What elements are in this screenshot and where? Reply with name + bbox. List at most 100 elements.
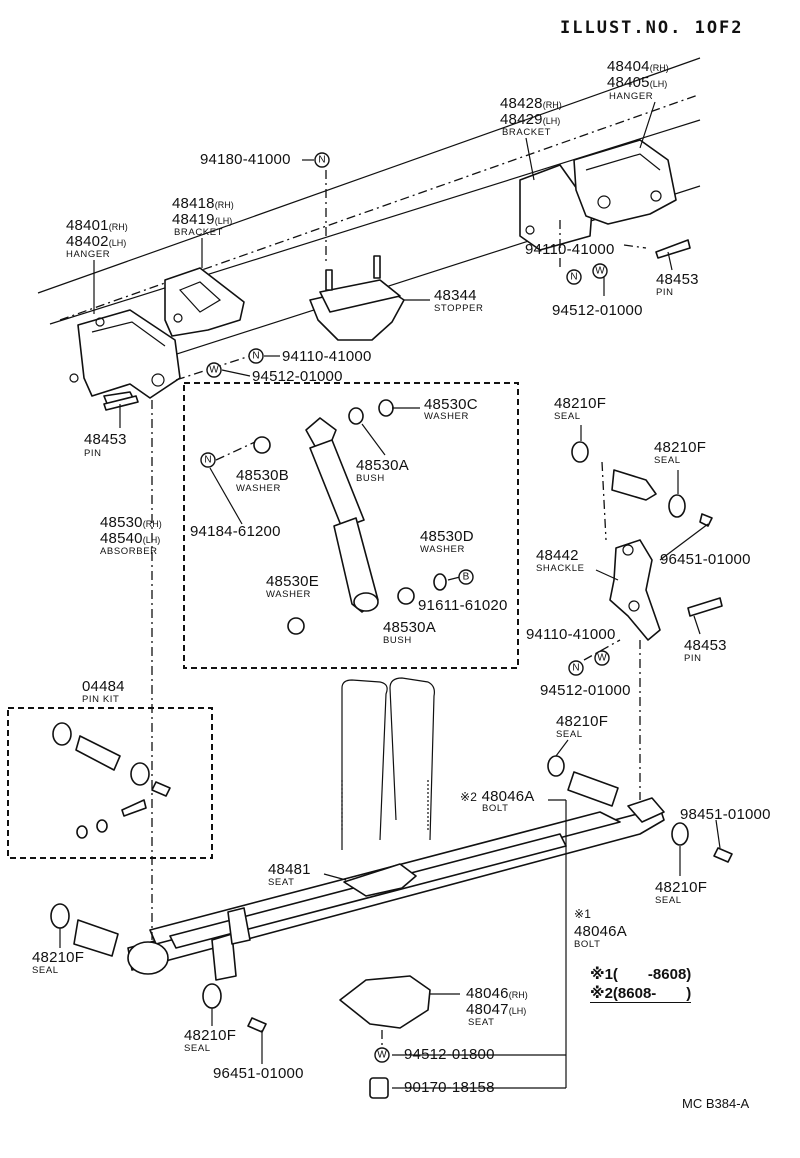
shock-absorber-part: [253, 399, 447, 635]
part-name-washer: WASHER: [266, 589, 311, 600]
rear-hanger-part: [519, 139, 677, 251]
part-name-bracket: BRACKET: [502, 127, 552, 138]
part-name-pin: PIN: [684, 653, 702, 664]
part-name-seal: SEAL: [654, 455, 681, 466]
symbol-n-icon: N: [200, 452, 216, 468]
part-name-seal: SEAL: [556, 729, 583, 740]
part-name-shackle: SHACKLE: [536, 563, 585, 574]
svg-text:N: N: [570, 272, 577, 283]
svg-text:N: N: [318, 155, 325, 166]
part-label-48530E: 48530E: [266, 573, 319, 590]
note-1: ※1( -8608): [590, 966, 692, 983]
svg-text:N: N: [252, 351, 259, 362]
part-label-48405: 48405(LH): [607, 74, 668, 91]
part-label-48530A: 48530A: [383, 619, 436, 636]
leader-lines: [59, 101, 721, 1089]
part-name-seal: SEAL: [184, 1043, 211, 1054]
part-label-48401: 48401(RH): [66, 217, 128, 234]
u-bolt-parts: [341, 677, 435, 850]
part-label-48210F: 48210F: [554, 395, 607, 412]
part-name-seal: SEAL: [554, 411, 581, 422]
part-label-48530A: 48530A: [356, 457, 409, 474]
symbol-w-icon: W: [206, 362, 222, 378]
part-label-96451-01000: 96451-01000: [213, 1065, 304, 1082]
part-label-94512-01000: 94512-01000: [552, 302, 643, 319]
part-label-98451-01000: 98451-01000: [680, 806, 771, 823]
stopper-part: [309, 255, 405, 341]
part-label-94512-01000: 94512-01000: [252, 368, 343, 385]
part-label-94512-01000: 94512-01000: [540, 682, 631, 699]
svg-text:W: W: [377, 1050, 387, 1061]
svg-text:W: W: [209, 365, 219, 376]
illustration-number: ILLUST.NO. 1OF2: [560, 18, 744, 38]
bottom-nut-parts: [369, 1077, 389, 1099]
front-seal-parts: [50, 755, 733, 1033]
svg-text:N: N: [572, 663, 579, 674]
part-mark-note1: ※1: [574, 907, 592, 921]
part-label-48530D: 48530D: [420, 528, 474, 545]
part-name-seat: SEAT: [268, 877, 295, 888]
part-label-04484: 04484: [82, 678, 125, 695]
svg-text:B: B: [463, 572, 470, 583]
part-name-pin-kit: PIN KIT: [82, 694, 120, 705]
part-label-48046: 48046(RH): [466, 985, 528, 1002]
absorber-group-box: [183, 382, 519, 669]
part-label-48530C: 48530C: [424, 396, 478, 413]
part-label-48210F: 48210F: [655, 879, 708, 896]
part-name-bush: BUSH: [356, 473, 385, 484]
part-label-94512-01800: 94512-01800: [404, 1046, 495, 1063]
symbol-w-icon: W: [592, 263, 608, 279]
part-label-94110-41000: 94110-41000: [525, 241, 615, 258]
part-name-absorber: ABSORBER: [100, 546, 158, 557]
symbol-w-icon: W: [374, 1047, 390, 1063]
part-label-48453: 48453: [656, 271, 699, 288]
part-name-bolt: BOLT: [482, 803, 509, 814]
part-name-seal: SEAL: [655, 895, 682, 906]
part-label-48210F: 48210F: [556, 713, 609, 730]
part-label-48210F: 48210F: [184, 1027, 237, 1044]
part-name-bracket: BRACKET: [174, 227, 224, 238]
part-label-48453: 48453: [684, 637, 727, 654]
part-name-bolt: BOLT: [574, 939, 601, 950]
part-label-48418: 48418(RH): [172, 195, 234, 212]
symbol-b-icon: B: [458, 569, 474, 585]
absorber-leader-lines: [209, 407, 461, 581]
note-2: ※2(8608- ): [590, 985, 692, 1003]
part-name-seal: SEAL: [32, 965, 59, 976]
symbol-n-icon: N: [248, 348, 264, 364]
part-label-48442: 48442: [536, 547, 579, 564]
front-bracket-part: [164, 267, 245, 337]
part-label-48046A: ※2 48046A: [460, 788, 535, 805]
part-label-94184-61200: 94184-61200: [190, 523, 281, 540]
spring-seat-parts: [339, 863, 431, 1029]
part-label-48530B: 48530B: [236, 467, 289, 484]
part-label-48481: 48481: [268, 861, 311, 878]
part-label-94110-41000: 94110-41000: [282, 348, 372, 365]
part-name-washer: WASHER: [236, 483, 281, 494]
part-label-48419: 48419(LH): [172, 211, 233, 228]
part-label-48540: 48540(LH): [100, 530, 161, 547]
part-name-bush: BUSH: [383, 635, 412, 646]
part-label-90170-18158: 90170-18158: [404, 1079, 495, 1096]
part-name-pin: PIN: [656, 287, 674, 298]
part-label-48344: 48344: [434, 287, 477, 304]
part-label-48210F: 48210F: [654, 439, 707, 456]
part-label-91611-61020: 91611-61020: [418, 597, 508, 614]
svg-text:W: W: [595, 266, 605, 277]
part-label-94180-41000: 94180-41000: [200, 151, 291, 168]
part-label-48046A: 48046A: [574, 923, 627, 940]
part-name-washer: WASHER: [424, 411, 469, 422]
part-name-stopper: STOPPER: [434, 303, 484, 314]
part-name-seat: SEAT: [468, 1017, 495, 1028]
part-name-washer: WASHER: [420, 544, 465, 555]
symbol-n-icon: N: [566, 269, 582, 285]
symbol-w-icon: W: [594, 650, 610, 666]
part-label-48210F: 48210F: [32, 949, 85, 966]
part-label-48530: 48530(RH): [100, 514, 162, 531]
part-label-94110-41000: 94110-41000: [526, 626, 616, 643]
front-hanger-part: [69, 309, 181, 407]
part-name-pin: PIN: [84, 448, 102, 459]
part-label-96451-01000: 96451-01000: [660, 551, 751, 568]
symbol-n-icon: N: [314, 152, 330, 168]
